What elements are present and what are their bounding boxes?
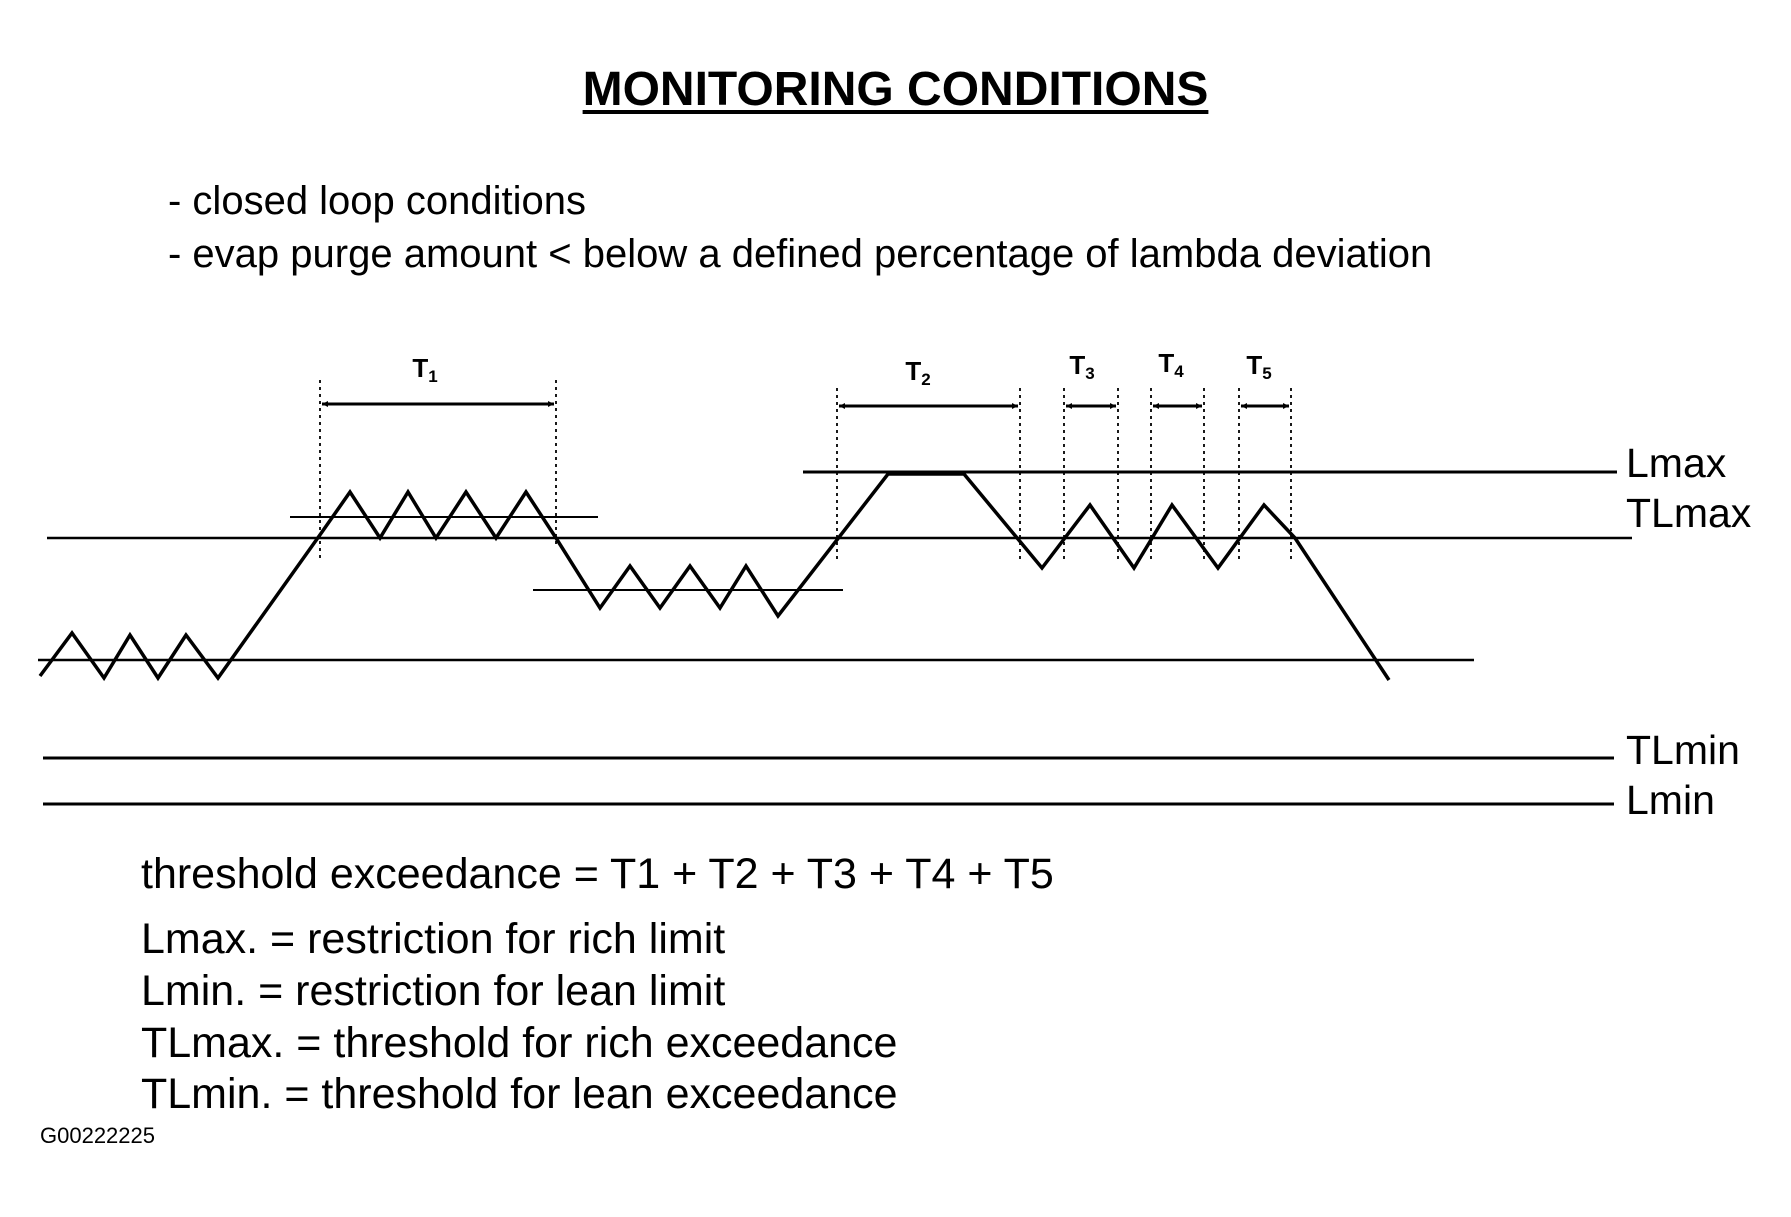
tlmin-label: TLmin <box>1626 727 1740 773</box>
condition-closed-loop: - closed loop conditions <box>168 179 587 223</box>
formula-text: threshold exceedance = T1 + T2 + T3 + T4… <box>141 850 1054 898</box>
lmin-label: Lmin <box>1626 777 1715 823</box>
tlmax-label: TLmax <box>1626 490 1752 536</box>
t2-label: T2 <box>905 356 930 389</box>
interval-boundaries <box>319 380 1292 560</box>
definition-tlmax: TLmax. = threshold for rich exceedance <box>141 1019 898 1067</box>
figure-id: G00222225 <box>40 1123 155 1148</box>
definition-lmax: Lmax. = restriction for rich limit <box>141 915 726 963</box>
lmax-label: Lmax <box>1626 440 1727 486</box>
t1-label: T1 <box>412 353 437 386</box>
page-title: MONITORING CONDITIONS <box>582 63 1209 116</box>
condition-evap-purge: - evap purge amount < below a defined pe… <box>168 232 1433 276</box>
t3-label: T3 <box>1069 350 1094 383</box>
definition-tlmin: TLmin. = threshold for lean exceedance <box>141 1070 898 1118</box>
definition-lmin: Lmin. = restriction for lean limit <box>141 967 726 1015</box>
t5-label: T5 <box>1246 350 1271 383</box>
lambda-signal-waveform <box>38 472 1391 682</box>
t4-label: T4 <box>1158 348 1184 381</box>
